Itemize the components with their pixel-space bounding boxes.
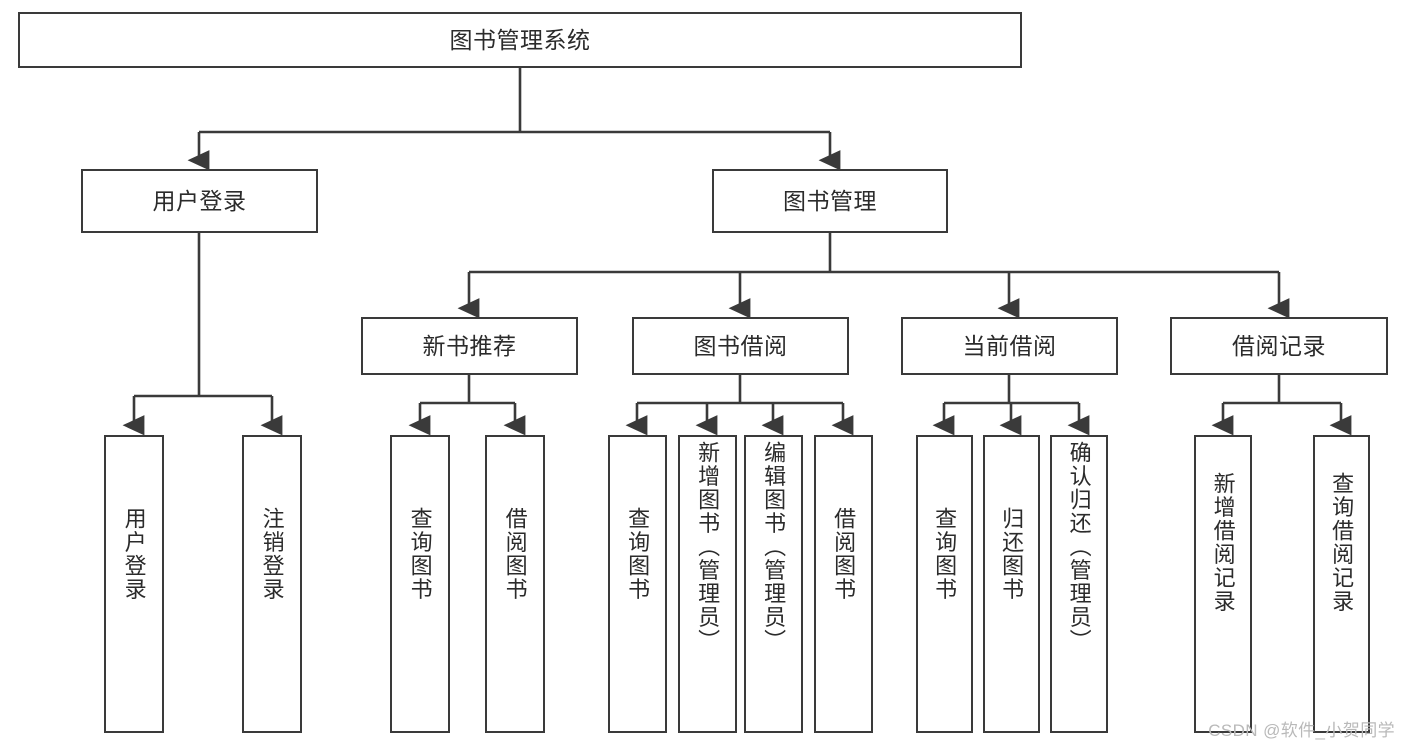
node-label: 图书管理 bbox=[783, 187, 877, 214]
leaf-borrow-books-borrow[interactable]: 借阅图书 bbox=[814, 435, 873, 733]
node-label: 查询图书 bbox=[932, 507, 958, 601]
node-label: 借阅图书 bbox=[502, 507, 528, 601]
node-user-login[interactable]: 用户登录 bbox=[81, 169, 318, 233]
node-new-book-recommendation[interactable]: 新书推荐 bbox=[361, 317, 578, 375]
node-label: 用户登录 bbox=[121, 507, 147, 601]
node-borrowing-record[interactable]: 借阅记录 bbox=[1170, 317, 1388, 375]
node-label: 图书管理系统 bbox=[449, 26, 591, 53]
leaf-query-books-newbook[interactable]: 查询图书 bbox=[390, 435, 450, 733]
node-label: 归还图书 bbox=[999, 507, 1025, 601]
leaf-query-books-current[interactable]: 查询图书 bbox=[916, 435, 973, 733]
node-label: 查询借阅记录 bbox=[1329, 472, 1355, 613]
leaf-user-login[interactable]: 用户登录 bbox=[104, 435, 164, 733]
leaf-return-books[interactable]: 归还图书 bbox=[983, 435, 1040, 733]
node-label: 查询图书 bbox=[407, 507, 433, 601]
leaf-borrow-books-newbook[interactable]: 借阅图书 bbox=[485, 435, 545, 733]
csdn-watermark: CSDN @软件_小贺同学 bbox=[1208, 721, 1395, 740]
node-label: 当前借阅 bbox=[962, 332, 1057, 359]
leaf-query-books-borrow[interactable]: 查询图书 bbox=[608, 435, 667, 733]
leaf-add-book-admin[interactable]: 新增图书（管理员） bbox=[678, 435, 737, 733]
node-label: 用户登录 bbox=[152, 187, 247, 214]
node-root-book-management-system[interactable]: 图书管理系统 bbox=[18, 12, 1022, 68]
leaf-query-borrowing-record[interactable]: 查询借阅记录 bbox=[1313, 435, 1370, 733]
node-label: 新增图书（管理员） bbox=[695, 441, 721, 653]
node-label: 确认归还（管理员） bbox=[1066, 441, 1092, 653]
node-book-management[interactable]: 图书管理 bbox=[712, 169, 948, 233]
node-label: 借阅图书 bbox=[831, 507, 857, 601]
leaf-logout[interactable]: 注销登录 bbox=[242, 435, 302, 733]
leaf-edit-book-admin[interactable]: 编辑图书（管理员） bbox=[744, 435, 803, 733]
leaf-confirm-return-admin[interactable]: 确认归还（管理员） bbox=[1050, 435, 1108, 733]
node-label: 图书借阅 bbox=[693, 332, 788, 359]
node-label: 注销登录 bbox=[259, 507, 285, 601]
node-label: 查询图书 bbox=[625, 507, 651, 601]
leaf-add-borrowing-record[interactable]: 新增借阅记录 bbox=[1194, 435, 1252, 733]
node-label: 新增借阅记录 bbox=[1210, 472, 1236, 613]
node-current-borrowing[interactable]: 当前借阅 bbox=[901, 317, 1118, 375]
node-label: 借阅记录 bbox=[1232, 332, 1326, 359]
node-label: 编辑图书（管理员） bbox=[761, 441, 787, 653]
node-book-borrowing[interactable]: 图书借阅 bbox=[632, 317, 849, 375]
node-label: 新书推荐 bbox=[422, 332, 517, 359]
